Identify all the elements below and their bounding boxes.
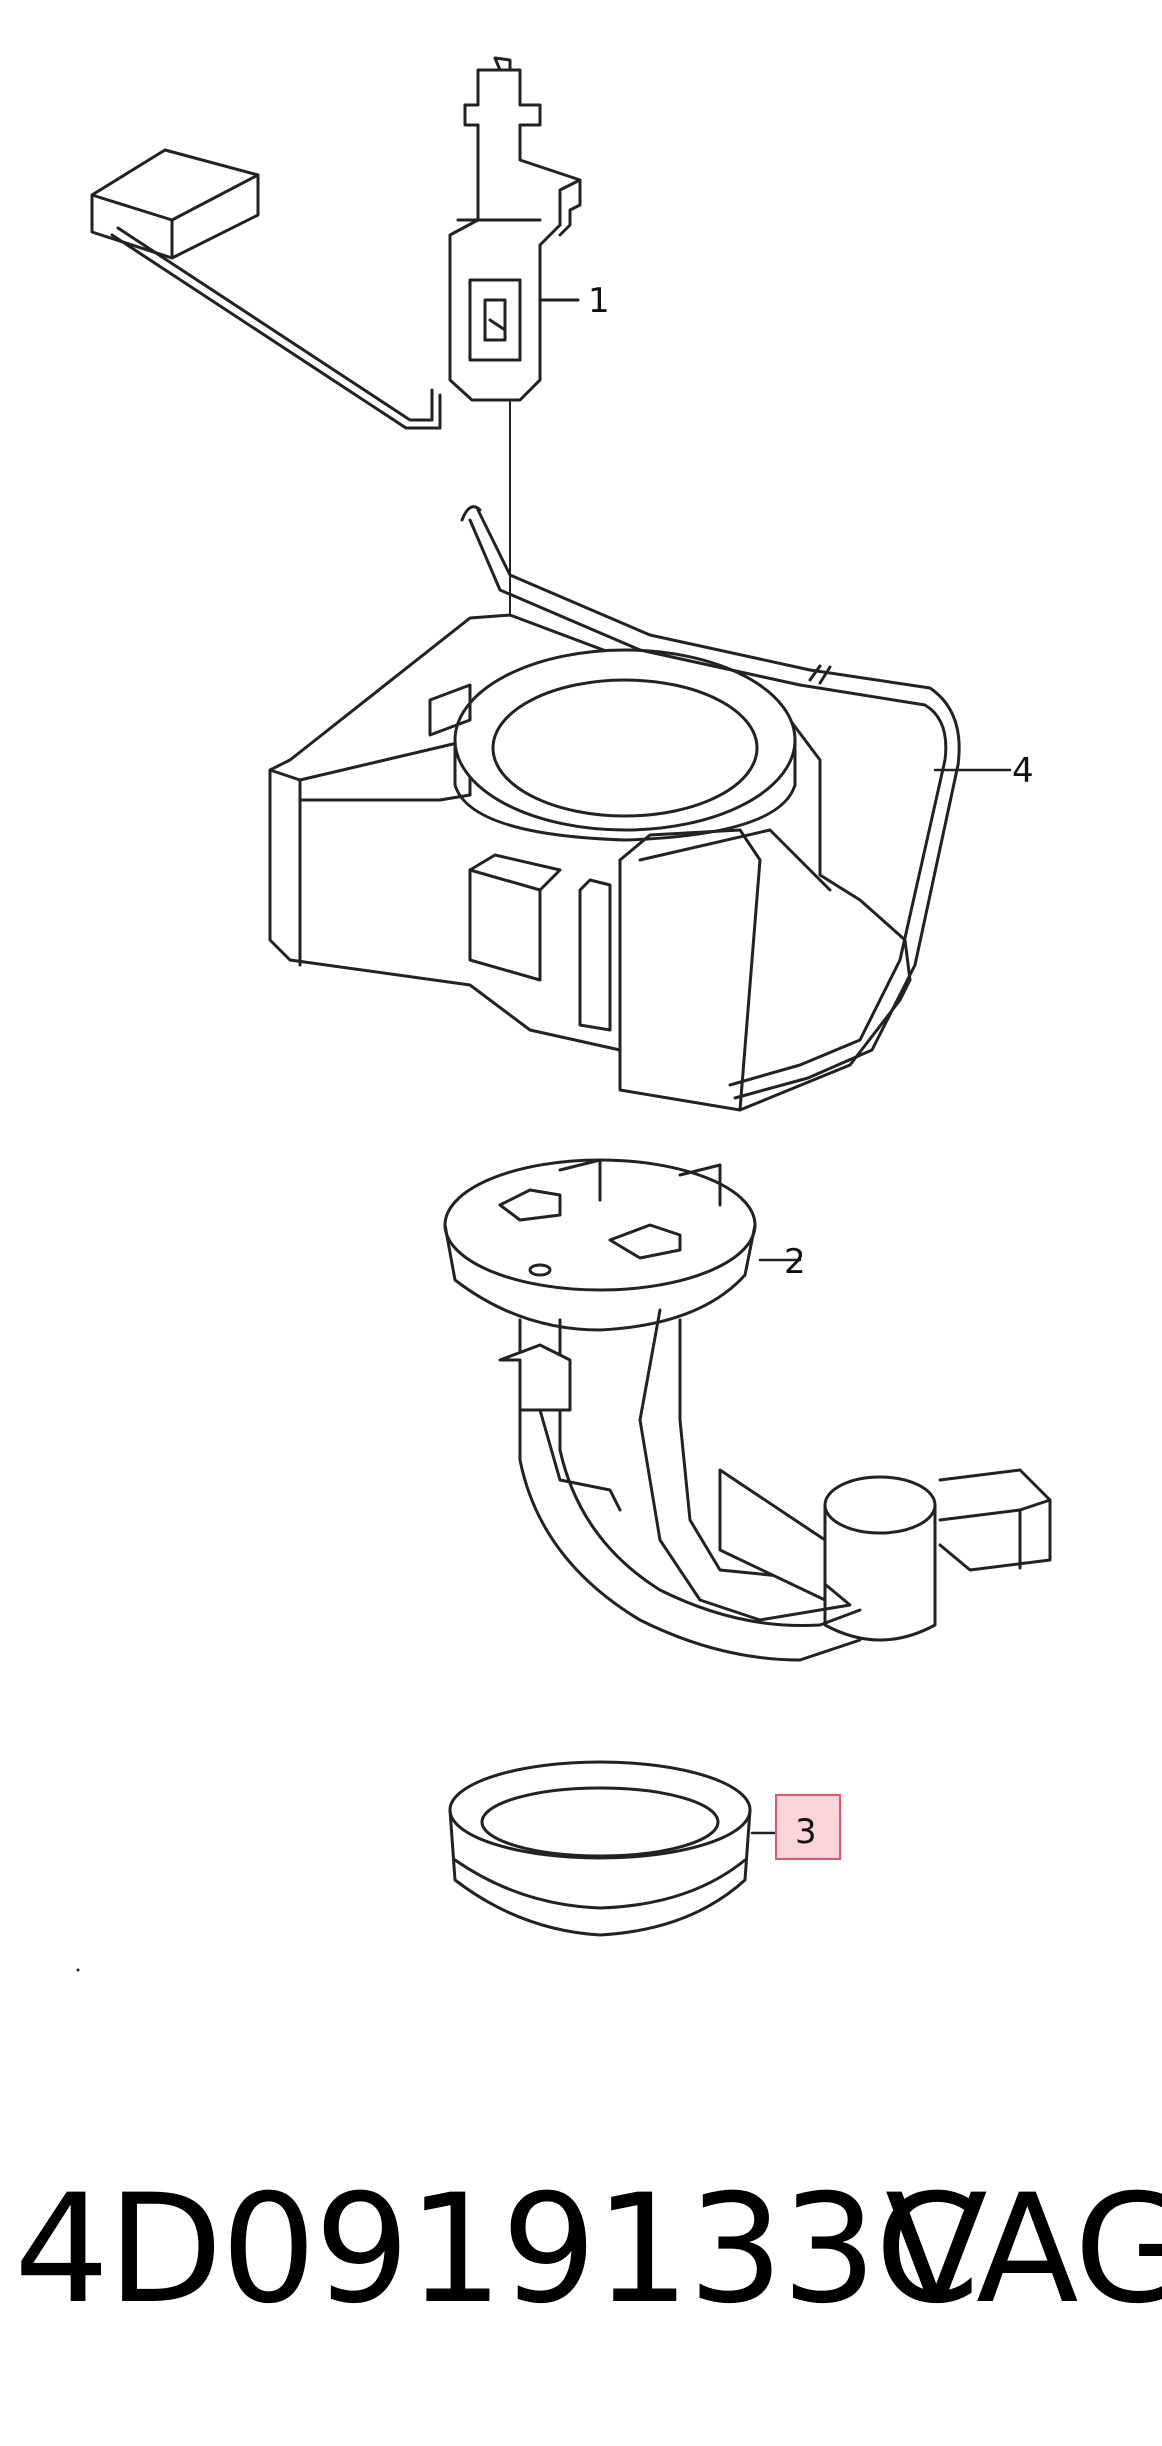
callout-1: 1 xyxy=(588,281,610,321)
float-arm xyxy=(110,226,442,430)
callout-2: 2 xyxy=(784,1242,806,1282)
housing-ring-top xyxy=(453,648,797,832)
fuel-pump-part-2 xyxy=(443,1158,1052,1662)
return-hose xyxy=(468,508,961,1100)
callout-labels: 1 4 2 3 xyxy=(588,281,1034,1860)
level-sender-part-1 xyxy=(90,56,582,871)
brand-label: VAG xyxy=(885,2163,1162,2337)
callout-3: 3 xyxy=(795,1812,817,1852)
callout-4: 4 xyxy=(1012,751,1034,791)
sender-body xyxy=(448,68,582,402)
sealing-ring-part-3 xyxy=(448,1760,777,1937)
swirl-pot-part-4 xyxy=(268,505,1012,1112)
seal-ring-top xyxy=(448,1760,752,1860)
parts-diagram: 1 4 2 3 xyxy=(76,56,1052,1972)
float-block xyxy=(90,148,260,260)
part-number: 4D0919133C xyxy=(14,2163,980,2337)
pump-motor xyxy=(823,1475,937,1535)
callout-3-highlight xyxy=(775,1794,841,1860)
